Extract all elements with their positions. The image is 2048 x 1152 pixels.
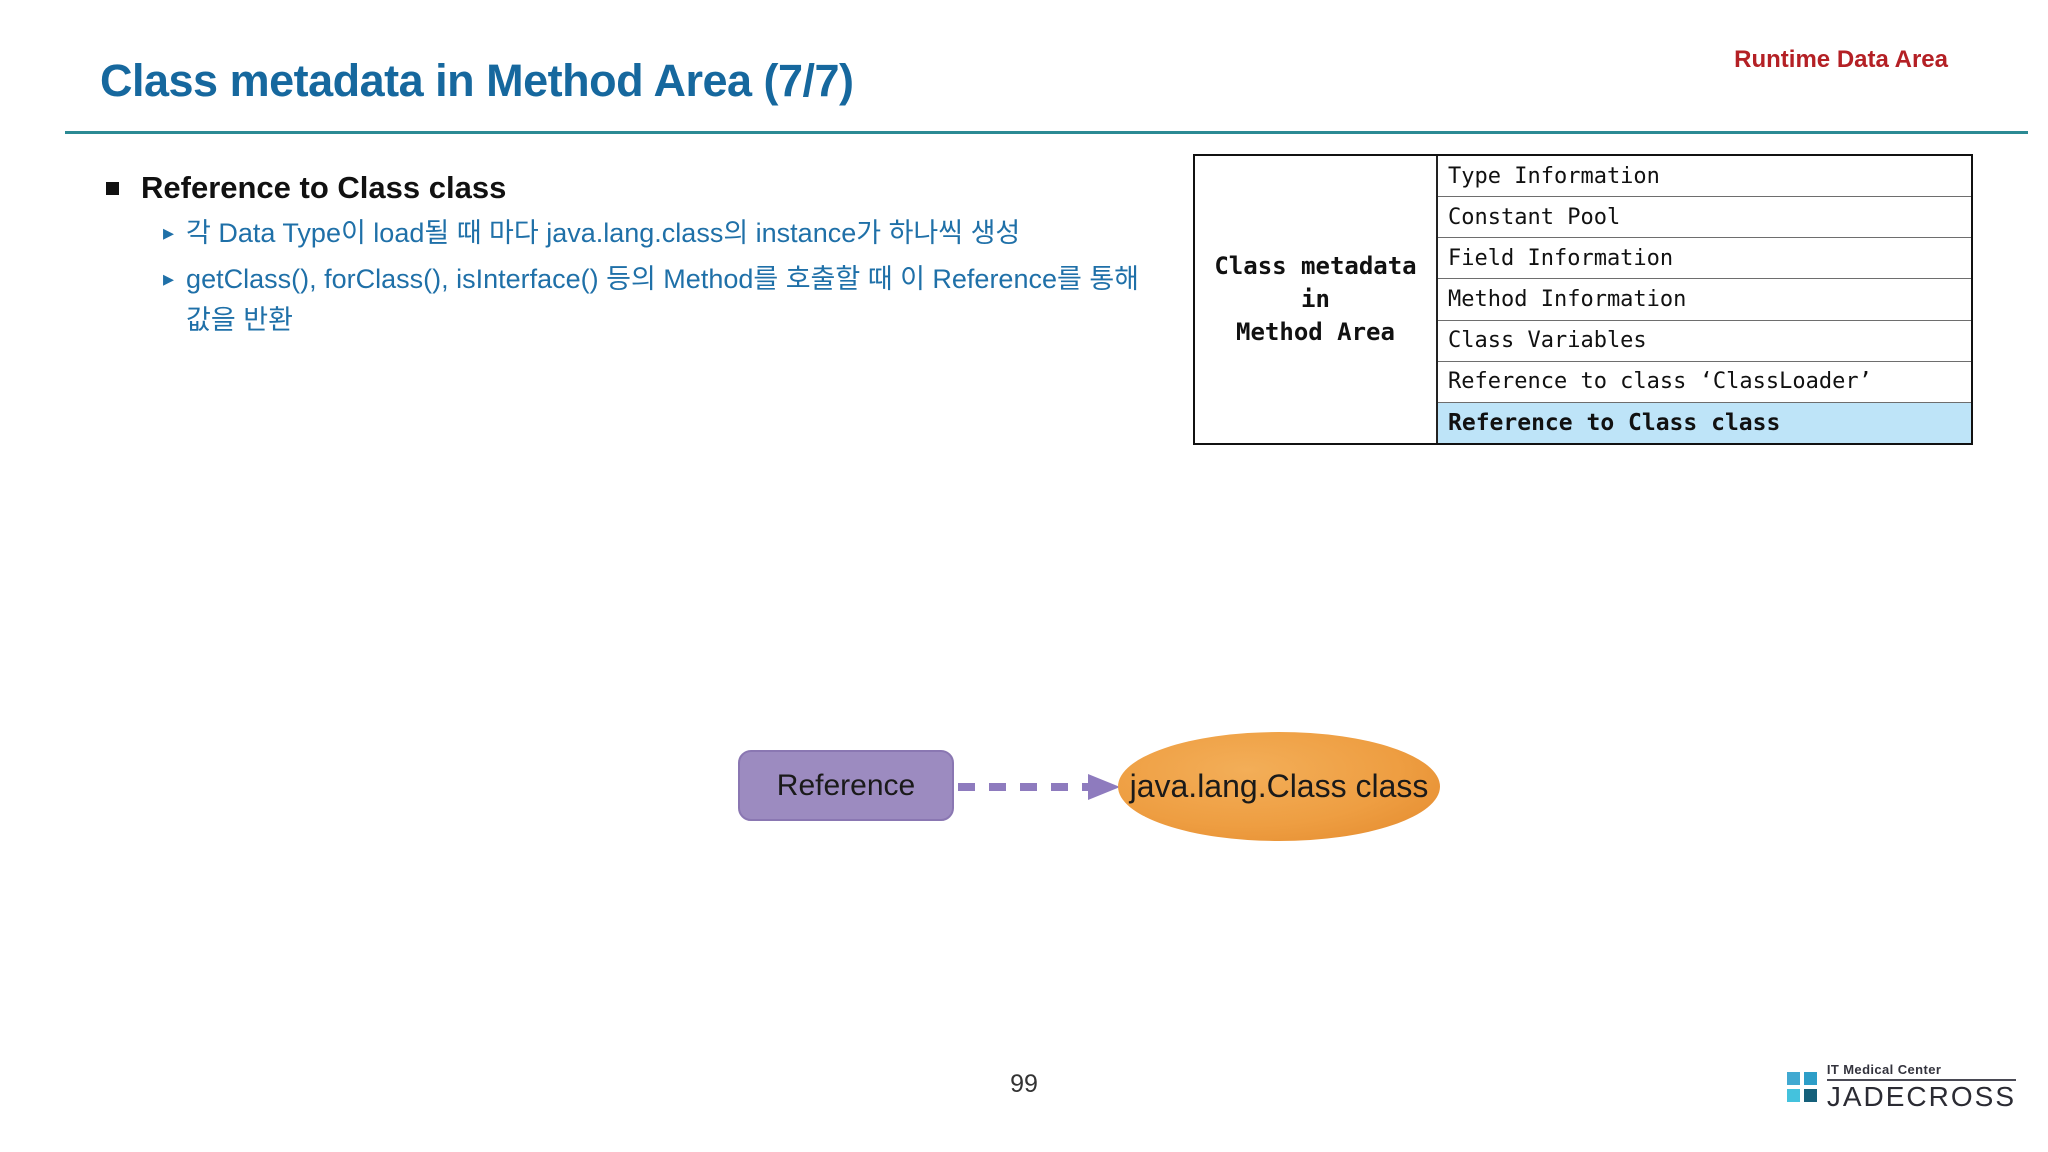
title-divider <box>65 131 2028 134</box>
list-item: ▸ 각 Data Type이 load될 때 마다 java.lang.clas… <box>163 213 1163 254</box>
logo-square-icon <box>1803 1089 1817 1102</box>
page-number: 99 <box>1010 1070 1038 1098</box>
table-row: Method Information <box>1438 279 1971 321</box>
logo-square-icon <box>1786 1089 1800 1102</box>
table-row: Reference to class ‘ClassLoader’ <box>1438 362 1971 403</box>
logo-squares-icon <box>1786 1072 1817 1102</box>
bullet-text: 각 Data Type이 load될 때 마다 java.lang.class의… <box>186 218 1021 248</box>
table-row-highlighted: Reference to Class class <box>1438 402 1971 443</box>
table-row: Class Variables <box>1438 321 1971 362</box>
list-item: ▸ getClass(), forClass(), isInterface() … <box>163 259 1163 341</box>
section-heading-row: Reference to Class class <box>106 170 506 206</box>
corner-label: Runtime Data Area <box>1734 46 1948 73</box>
table-row: Type Information <box>1438 156 1971 198</box>
page-title: Class metadata in Method Area (7/7) <box>100 55 854 106</box>
java-lang-class-ellipse: java.lang.Class class <box>1118 732 1440 841</box>
row-header-line: Method Area <box>1236 318 1395 347</box>
table-row-header: Class metadata in Method Area <box>1195 156 1438 443</box>
logo-text: IT Medical Center JADECROSS <box>1826 1062 2016 1113</box>
logo-subtitle: IT Medical Center <box>1826 1062 2016 1081</box>
table-body: Type Information Constant Pool Field Inf… <box>1438 156 1971 443</box>
dashed-arrow <box>958 774 1120 800</box>
triangle-bullet-icon: ▸ <box>163 220 175 245</box>
square-bullet-icon <box>106 181 119 195</box>
logo-square-icon <box>1786 1072 1800 1085</box>
reference-box: Reference <box>738 750 954 821</box>
logo-square-icon <box>1803 1072 1817 1085</box>
table-row: Field Information <box>1438 238 1971 280</box>
row-header-line: in <box>1301 284 1330 313</box>
bullet-list: ▸ 각 Data Type이 load될 때 마다 java.lang.clas… <box>163 213 1163 346</box>
section-heading: Reference to Class class <box>141 170 507 205</box>
bullet-text: getClass(), forClass(), isInterface() 등의… <box>186 264 1140 335</box>
table-row: Constant Pool <box>1438 197 1971 239</box>
logo-name: JADECROSS <box>1826 1081 2016 1112</box>
row-header-line: Class metadata <box>1214 251 1417 280</box>
jadecross-logo: IT Medical Center JADECROSS <box>1786 1062 2016 1113</box>
class-metadata-table: Class metadata in Method Area Type Infor… <box>1193 154 1973 445</box>
triangle-bullet-icon: ▸ <box>163 266 175 291</box>
